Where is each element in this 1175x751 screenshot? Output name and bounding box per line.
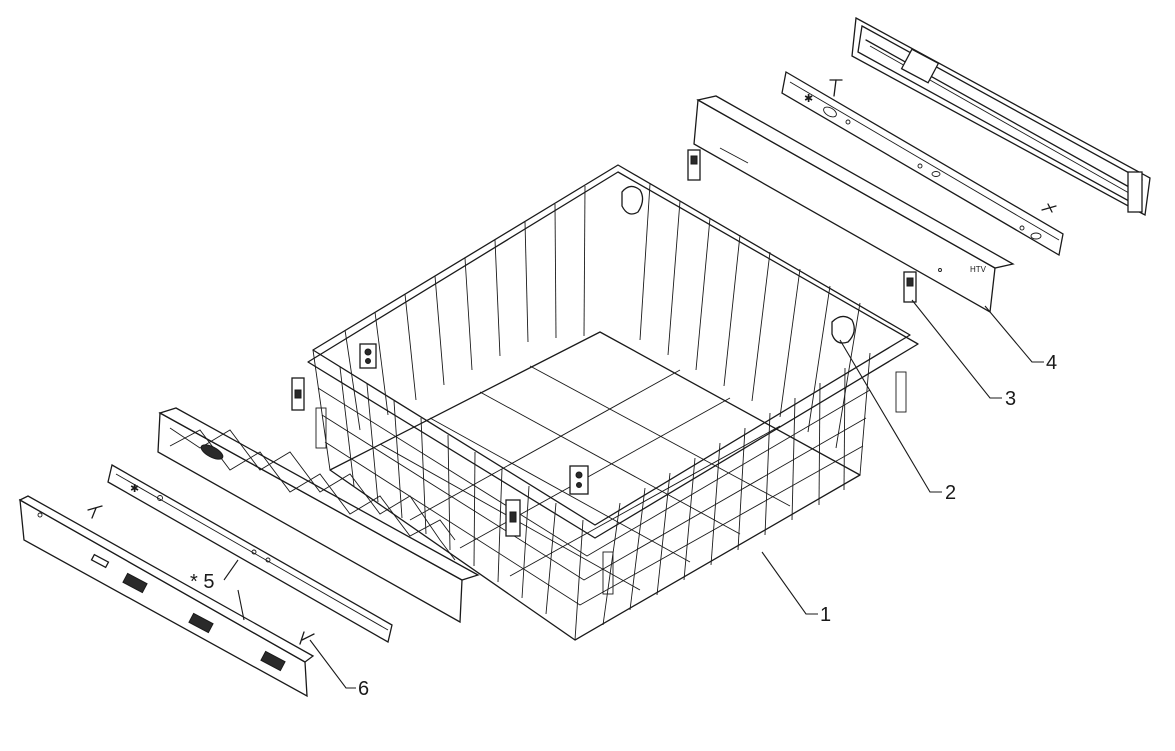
clip-left [359, 343, 377, 369]
small-bracket-left [291, 377, 305, 411]
screw-upper-1 [829, 79, 843, 97]
part-2-clip-back-left [621, 185, 644, 215]
mounting-bracket-left: ✱ [107, 464, 393, 643]
basket-back-wires [344, 183, 861, 449]
runner-left-lattice [157, 407, 480, 624]
part-2-clip-back-right [831, 315, 855, 344]
screw-lower-1 [87, 505, 103, 519]
part-4-runner-right [851, 16, 1151, 217]
callout-6: 6 [358, 678, 369, 700]
callout-5: * 5 [190, 571, 214, 593]
svg-text:✱: ✱ [804, 93, 813, 105]
part-6-screw [299, 631, 315, 645]
runner-left-outer [18, 495, 315, 698]
leader-lines [223, 299, 1044, 689]
basket-front-left-wires [312, 349, 584, 641]
screw-upper-2 [1041, 203, 1057, 213]
callout-3: 3 [1005, 388, 1016, 410]
svg-text:✱: ✱ [130, 483, 139, 495]
part-3-mounting-rail: HTV [687, 95, 1015, 314]
svg-text:HTV: HTV [970, 265, 987, 274]
mounting-bracket-right: ✱ [781, 70, 1064, 257]
callout-2: 2 [945, 482, 956, 504]
basket-front-right-wires [602, 352, 871, 626]
callout-1: 1 [820, 604, 831, 626]
part-1-wire-basket [307, 164, 919, 641]
small-bracket-front [505, 499, 521, 537]
callout-4: 4 [1046, 352, 1057, 374]
clip-front [569, 465, 589, 495]
basket-floor-grid [379, 365, 791, 591]
